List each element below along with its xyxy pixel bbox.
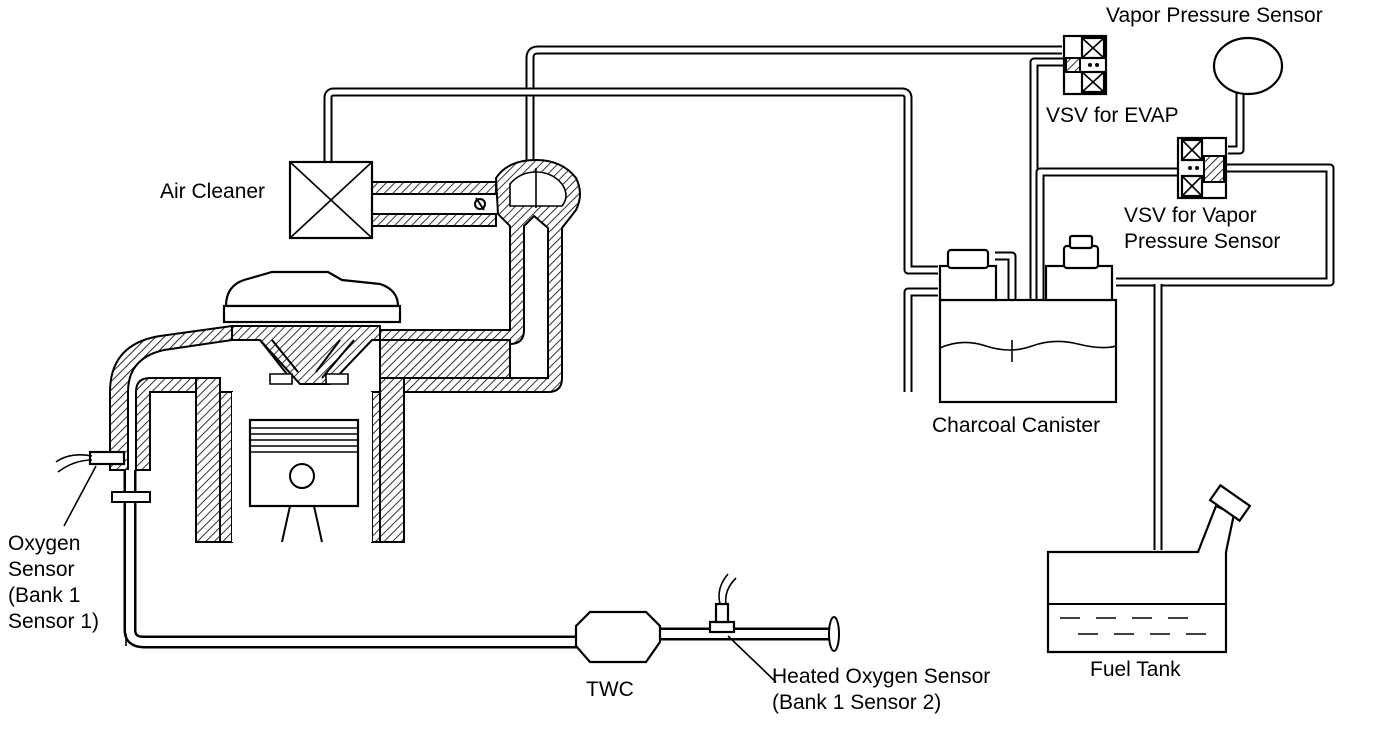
oxygen-sensor-label-line3: (Bank 1 — [8, 584, 80, 607]
twc-label: TWC — [586, 678, 634, 701]
oxygen-sensor-label-line1: Oxygen — [8, 532, 80, 555]
tailpipe — [658, 616, 840, 652]
vsv-evap-icon — [1062, 34, 1108, 96]
hose-vapor-loop — [1035, 163, 1335, 300]
vapor-pressure-sensor-icon — [1212, 36, 1284, 96]
vsv-vapor-pressure-label-line2: Pressure Sensor — [1124, 230, 1280, 253]
heated-oxygen-sensor-icon — [708, 573, 777, 683]
fuel-tank-label: Fuel Tank — [1090, 658, 1181, 681]
oxygen-sensor-icon — [55, 450, 126, 527]
heated-oxygen-sensor-label-line1: Heated Oxygen Sensor — [772, 665, 990, 688]
hose-canister-inner — [995, 251, 1017, 300]
piston-icon — [248, 418, 360, 543]
charcoal-canister-label: Charcoal Canister — [932, 414, 1100, 437]
exhaust-pipe — [111, 470, 580, 649]
twc-icon — [574, 610, 662, 664]
air-cleaner-icon — [288, 160, 374, 240]
fuel-tank-icon — [1046, 483, 1252, 654]
hose-air-cleaner-to-canister — [323, 87, 938, 275]
heated-oxygen-sensor-label-line2: (Bank 1 Sensor 2) — [772, 691, 941, 714]
hose-evap-vsv-to-canister — [1029, 57, 1064, 300]
surge-chamber — [379, 158, 581, 393]
intake-tube — [371, 181, 497, 227]
vapor-pressure-sensor-label: Vapor Pressure Sensor — [1106, 4, 1323, 27]
vsv-vapor-pressure-label-line1: VSV for Vapor — [1124, 204, 1257, 227]
hose-canister-vent — [903, 287, 938, 392]
vsv-evap-label: VSV for EVAP — [1046, 104, 1179, 127]
oxygen-sensor-label-line4: Sensor 1) — [8, 610, 99, 633]
hose-vsv-to-vapor-sensor — [1228, 80, 1245, 155]
purge-hose-to-throttle — [525, 45, 1062, 170]
vsv-vapor-pressure-icon — [1176, 136, 1228, 200]
oxygen-sensor-label-line2: Sensor — [8, 558, 75, 581]
charcoal-canister-icon — [938, 234, 1118, 404]
air-cleaner-label: Air Cleaner — [160, 180, 265, 203]
